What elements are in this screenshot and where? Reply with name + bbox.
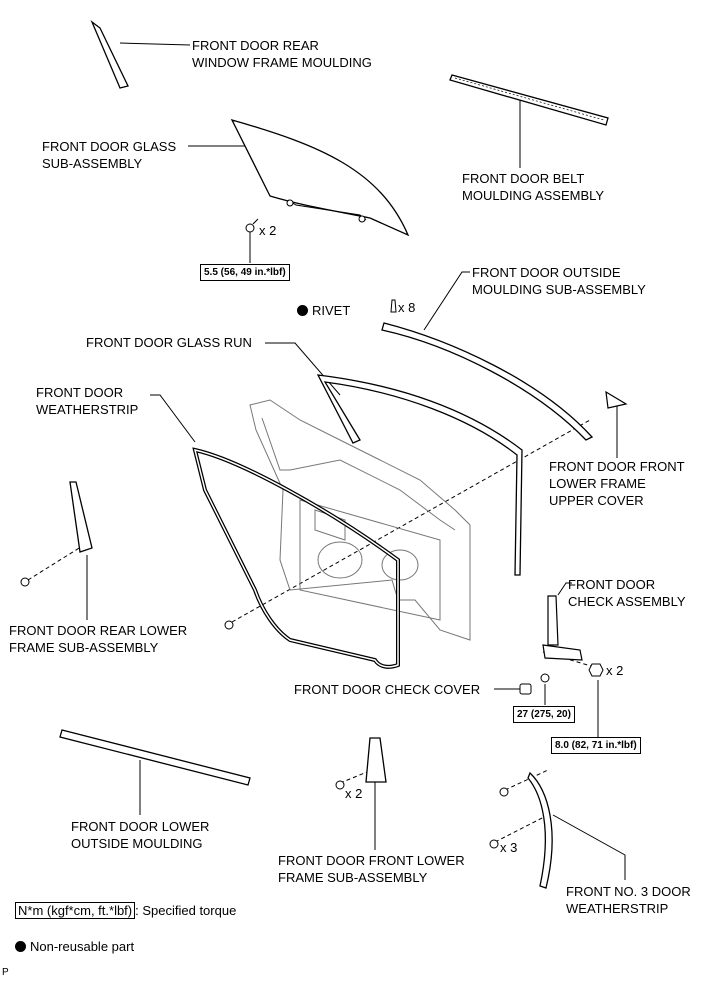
label-check-assembly: FRONT DOOR CHECK ASSEMBLY: [568, 577, 686, 609]
no3-clip-icon: [489, 787, 509, 849]
check-bolt-icon: [540, 673, 550, 683]
rivet-text: RIVET: [312, 303, 351, 318]
legend-non-reusable: Non-reusable part: [15, 938, 134, 955]
door-glass: [230, 118, 410, 237]
front-lower-frame-bolt-qty: x 2: [345, 786, 363, 801]
front-lower-frame-bolt-icon: [335, 780, 345, 790]
label-rear-window-frame-moulding: FRONT DOOR REAR WINDOW FRAME MOULDING: [192, 38, 372, 70]
rivet-qty: x 8: [398, 300, 416, 315]
label-rear-lower-frame: FRONT DOOR REAR LOWER FRAME SUB-ASSEMBLY: [9, 623, 188, 655]
torque-check-nut: 8.0 (82, 71 in.*lbf): [551, 737, 641, 754]
leader-rear-window-moulding: [119, 42, 191, 46]
label-belt-moulding: FRONT DOOR BELT MOULDING ASSEMBLY: [462, 171, 605, 203]
check-assembly: [542, 595, 583, 661]
glass-bolt-icon: [245, 218, 259, 233]
lower-outside-moulding: [59, 729, 251, 786]
label-glass-run: FRONT DOOR GLASS RUN: [86, 335, 252, 350]
label-outside-moulding: FRONT DOOR OUTSIDE MOULDING SUB-ASSEMBLY: [472, 265, 646, 297]
upper-cover: [605, 390, 628, 409]
weatherstrip: [192, 447, 400, 669]
label-lower-outside-moulding: FRONT DOOR LOWER OUTSIDE MOULDING: [71, 819, 210, 851]
check-cover-icon: [519, 683, 532, 695]
door-body: [249, 399, 471, 641]
label-front-lower-frame: FRONT DOOR FRONT LOWER FRAME SUB-ASSEMBL…: [278, 853, 465, 885]
label-no3-weatherstrip: FRONT NO. 3 DOOR WEATHERSTRIP: [566, 884, 691, 916]
label-rivet: RIVET: [297, 302, 350, 319]
rear-window-frame-moulding: [90, 20, 129, 89]
check-nut-qty: x 2: [606, 663, 624, 678]
legend-non-reusable-text: Non-reusable part: [30, 939, 135, 954]
check-nut-icon: [588, 663, 604, 677]
glass-bolt-qty: x 2: [259, 223, 277, 238]
leader-outside-moulding: [423, 271, 470, 331]
label-glass-sub-assembly: FRONT DOOR GLASS SUB-ASSEMBLY: [42, 139, 177, 171]
no3-weatherstrip: [527, 771, 553, 889]
leader-no3-weatherstrip: [552, 814, 626, 880]
leader-weatherstrip: [150, 394, 196, 443]
rear-lower-frame: [69, 481, 93, 553]
legend-dot-icon: [15, 941, 26, 952]
belt-moulding: [449, 74, 609, 126]
footer-code: P: [2, 967, 9, 978]
label-check-cover: FRONT DOOR CHECK COVER: [294, 682, 481, 697]
non-reusable-dot-icon: [297, 305, 308, 316]
weatherstrip-clip-qty: x 3: [500, 840, 518, 855]
legend-torque-unit: N*m (kgf*cm, ft.*lbf): [15, 902, 136, 919]
torque-glass-bolt: 5.5 (56, 49 in.*lbf): [200, 264, 290, 281]
legend-torque: N*m (kgf*cm, ft.*lbf): Specified torque: [15, 902, 236, 919]
label-weatherstrip: FRONT DOOR WEATHERSTRIP: [36, 385, 139, 417]
rivet-icon: [390, 299, 397, 313]
front-lower-frame: [365, 737, 387, 783]
clip-icon: [224, 620, 234, 630]
legend-torque-text: : Specified torque: [135, 903, 237, 918]
rear-lower-frame-bolt-icon: [20, 577, 30, 587]
glass-run: [316, 374, 523, 576]
outside-moulding: [381, 322, 594, 441]
torque-check-bolt: 27 (275, 20): [513, 706, 575, 723]
leader-check-assembly: [557, 582, 572, 596]
label-upper-cover: FRONT DOOR FRONT LOWER FRAME UPPER COVER: [549, 459, 685, 508]
